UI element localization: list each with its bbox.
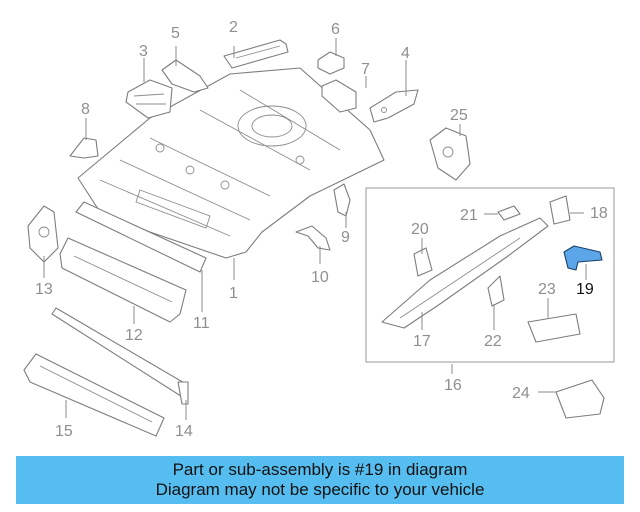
callout-labels: 1 2 3 4 5 6 7 8 9 10 11 12 13 14 15 16 1… bbox=[35, 19, 608, 440]
callout-23: 23 bbox=[538, 281, 556, 298]
callout-20: 20 bbox=[411, 221, 429, 238]
callout-2: 2 bbox=[229, 19, 238, 36]
callout-6: 6 bbox=[331, 21, 340, 38]
banner-line-1: Part or sub-assembly is #19 in diagram bbox=[172, 460, 468, 479]
callout-4: 4 bbox=[401, 45, 410, 62]
part-13-bracket bbox=[27, 205, 59, 263]
sub-assembly-16-box bbox=[365, 187, 615, 363]
part-14-rod bbox=[51, 307, 189, 405]
banner-line-2: Diagram may not be specific to your vehi… bbox=[155, 480, 485, 499]
callout-7: 7 bbox=[361, 61, 370, 78]
part-9-bracket bbox=[333, 183, 351, 217]
part-18-bracket bbox=[549, 195, 571, 225]
callout-19: 19 bbox=[576, 281, 594, 298]
part-7-bracket bbox=[321, 79, 357, 113]
callout-3: 3 bbox=[139, 43, 148, 60]
part-23-bracket bbox=[527, 313, 581, 343]
part-21-plate bbox=[497, 205, 521, 221]
part-6-bracket bbox=[317, 51, 345, 75]
part-20-bracket bbox=[413, 247, 433, 277]
part-11-crossmember bbox=[75, 201, 207, 273]
callout-9: 9 bbox=[341, 229, 350, 246]
callout-10: 10 bbox=[311, 269, 329, 286]
part-2-bracket bbox=[223, 39, 289, 69]
callout-11: 11 bbox=[193, 315, 210, 332]
part-3-bracket bbox=[125, 79, 173, 119]
callout-14: 14 bbox=[175, 423, 193, 440]
callout-21: 21 bbox=[460, 207, 478, 224]
part-17-sill bbox=[381, 217, 549, 329]
callout-22: 22 bbox=[484, 333, 502, 350]
info-banner: Part or sub-assembly is #19 in diagram D… bbox=[16, 456, 624, 504]
callout-17: 17 bbox=[413, 333, 431, 350]
callout-1: 1 bbox=[229, 285, 238, 302]
part-22-bracket bbox=[487, 275, 505, 307]
part-24-bracket bbox=[555, 379, 605, 419]
callout-25: 25 bbox=[450, 107, 468, 124]
part-19-highlighted bbox=[563, 245, 603, 271]
parts-diagram: 1 2 3 4 5 6 7 8 9 10 11 12 13 14 15 16 1… bbox=[23, 19, 615, 440]
part-12-rail bbox=[59, 237, 187, 323]
callout-15: 15 bbox=[55, 423, 73, 440]
leader-lines bbox=[43, 38, 587, 420]
callout-16: 16 bbox=[444, 377, 462, 394]
callout-24: 24 bbox=[512, 385, 530, 402]
callout-12: 12 bbox=[125, 327, 143, 344]
part-4-rail bbox=[369, 89, 419, 123]
callout-18: 18 bbox=[590, 205, 608, 222]
part-15-rail bbox=[23, 353, 165, 437]
callout-5: 5 bbox=[171, 25, 180, 42]
part-8-bracket bbox=[69, 137, 99, 159]
part-10-bracket bbox=[295, 225, 331, 251]
part-25-bracket bbox=[429, 127, 471, 181]
callout-8: 8 bbox=[81, 101, 90, 118]
callout-13: 13 bbox=[35, 281, 53, 298]
